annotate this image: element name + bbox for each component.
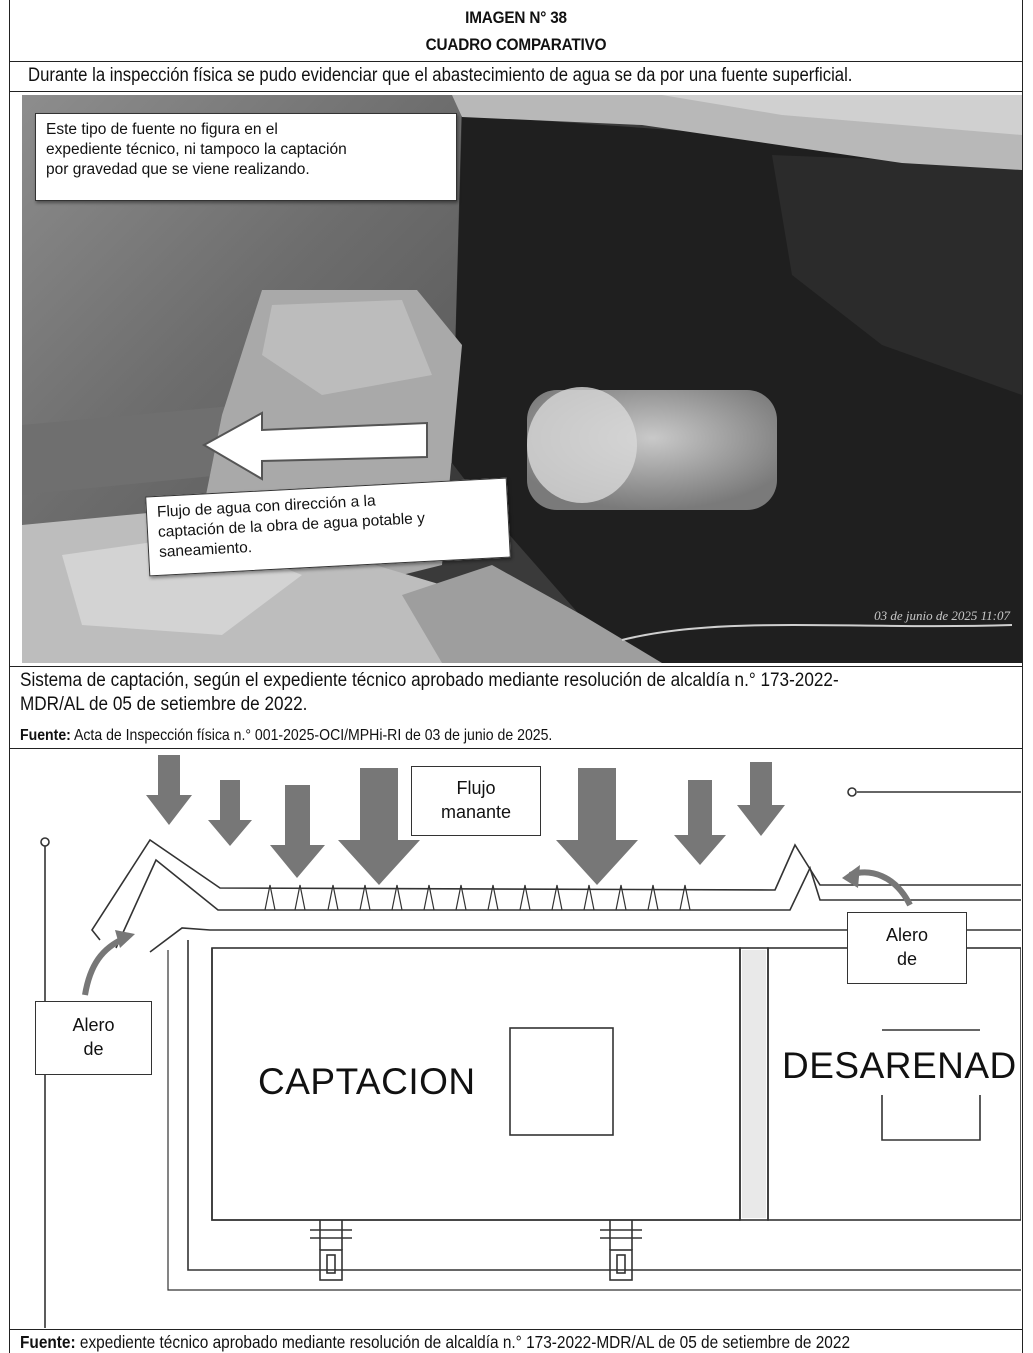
diagram-drawing: [40, 755, 1021, 1328]
captacion-diagram: Flujo manante Alero de Alero de CAPTACIO…: [20, 750, 1021, 1328]
alero-label-line: de: [83, 1039, 104, 1059]
divider: [9, 748, 1023, 749]
source-1: Fuente: Acta de Inspección física n.° 00…: [20, 725, 552, 746]
source-label: Fuente:: [20, 727, 71, 744]
document-title: CUADRO COMPARATIVO: [425, 35, 607, 54]
callout-line: expediente técnico, ni tampoco la captac…: [46, 141, 347, 158]
flow-label-box: Flujo manante: [411, 766, 541, 836]
divider: [9, 91, 1023, 92]
alero-label-line: Alero: [72, 1015, 115, 1035]
callout-line: por gravedad que se viene realizando.: [46, 161, 310, 178]
intro-text: Durante la inspección física se pudo evi…: [28, 65, 853, 86]
alero-left-box: Alero de: [35, 1001, 152, 1075]
source-text: expediente técnico aprobado mediante res…: [75, 1332, 851, 1352]
photo-timestamp: 03 de junio de 2025 11:07: [874, 608, 1010, 623]
system-text-line-1: Sistema de captación, según el expedient…: [20, 669, 839, 691]
desarenador-label: DESARENAD: [782, 1045, 1017, 1086]
flow-label-line: Flujo: [456, 778, 496, 798]
alero-right-box: Alero de: [847, 912, 967, 984]
image-number: IMAGEN N° 38: [465, 8, 567, 27]
callout-line: Este tipo de fuente no figura en el: [46, 121, 278, 138]
divider: [9, 1329, 1023, 1330]
captacion-label: CAPTACION: [258, 1061, 476, 1102]
alero-label-line: Alero: [885, 925, 929, 945]
page-frame: [9, 0, 1023, 1353]
alero-label-line: de: [896, 949, 918, 969]
system-text-line-2: MDR/AL de 05 de setiembre de 2022.: [20, 693, 308, 715]
source-2: Fuente: expediente técnico aprobado medi…: [20, 1332, 850, 1353]
inspection-photo: Este tipo de fuente no figura en el expe…: [22, 95, 1022, 663]
source-label: Fuente:: [20, 1332, 76, 1352]
source-text: Acta de Inspección física n.° 001-2025-O…: [70, 727, 553, 744]
divider: [9, 666, 1023, 667]
divider: [9, 61, 1023, 62]
flow-label-line: manante: [440, 802, 512, 822]
callout-source-note: Este tipo de fuente no figura en el expe…: [35, 113, 457, 201]
